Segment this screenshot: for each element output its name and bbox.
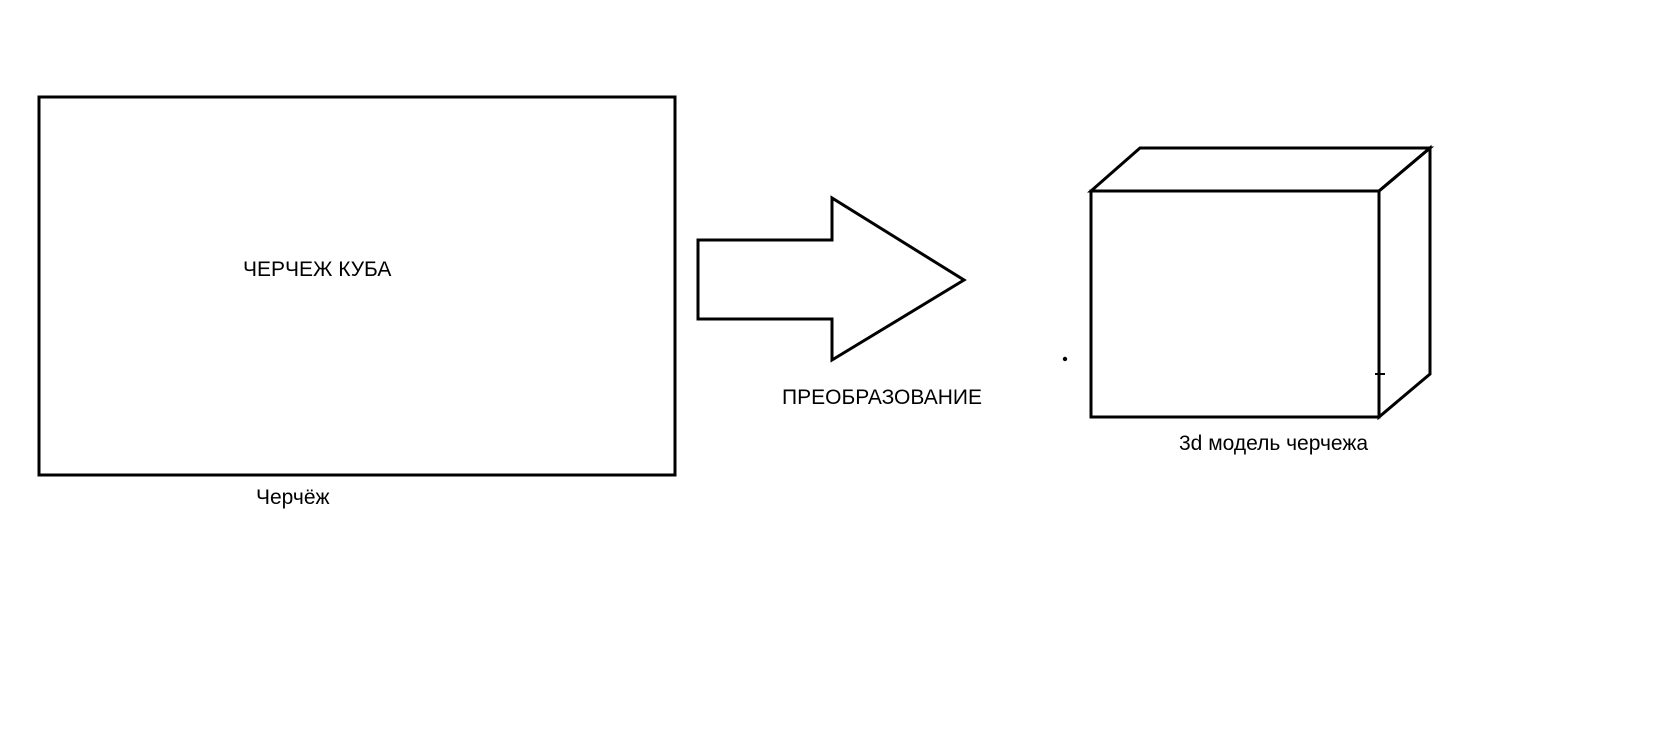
cube-front-face xyxy=(1089,189,1381,419)
drawing-rectangle xyxy=(37,95,677,477)
drawing-inner-label: ЧЕРЧЕЖ КУБА xyxy=(243,258,392,281)
cube-top-face xyxy=(1087,146,1435,193)
transformation-caption: ПРЕОБРАЗОВАНИЕ xyxy=(782,386,982,409)
drawing-caption: Черчёж xyxy=(256,486,330,509)
cube-side-face xyxy=(1377,144,1432,421)
transformation-arrow xyxy=(696,195,967,363)
stray-dot xyxy=(1062,356,1068,362)
model-caption: 3d модель черчежа xyxy=(1179,432,1369,455)
